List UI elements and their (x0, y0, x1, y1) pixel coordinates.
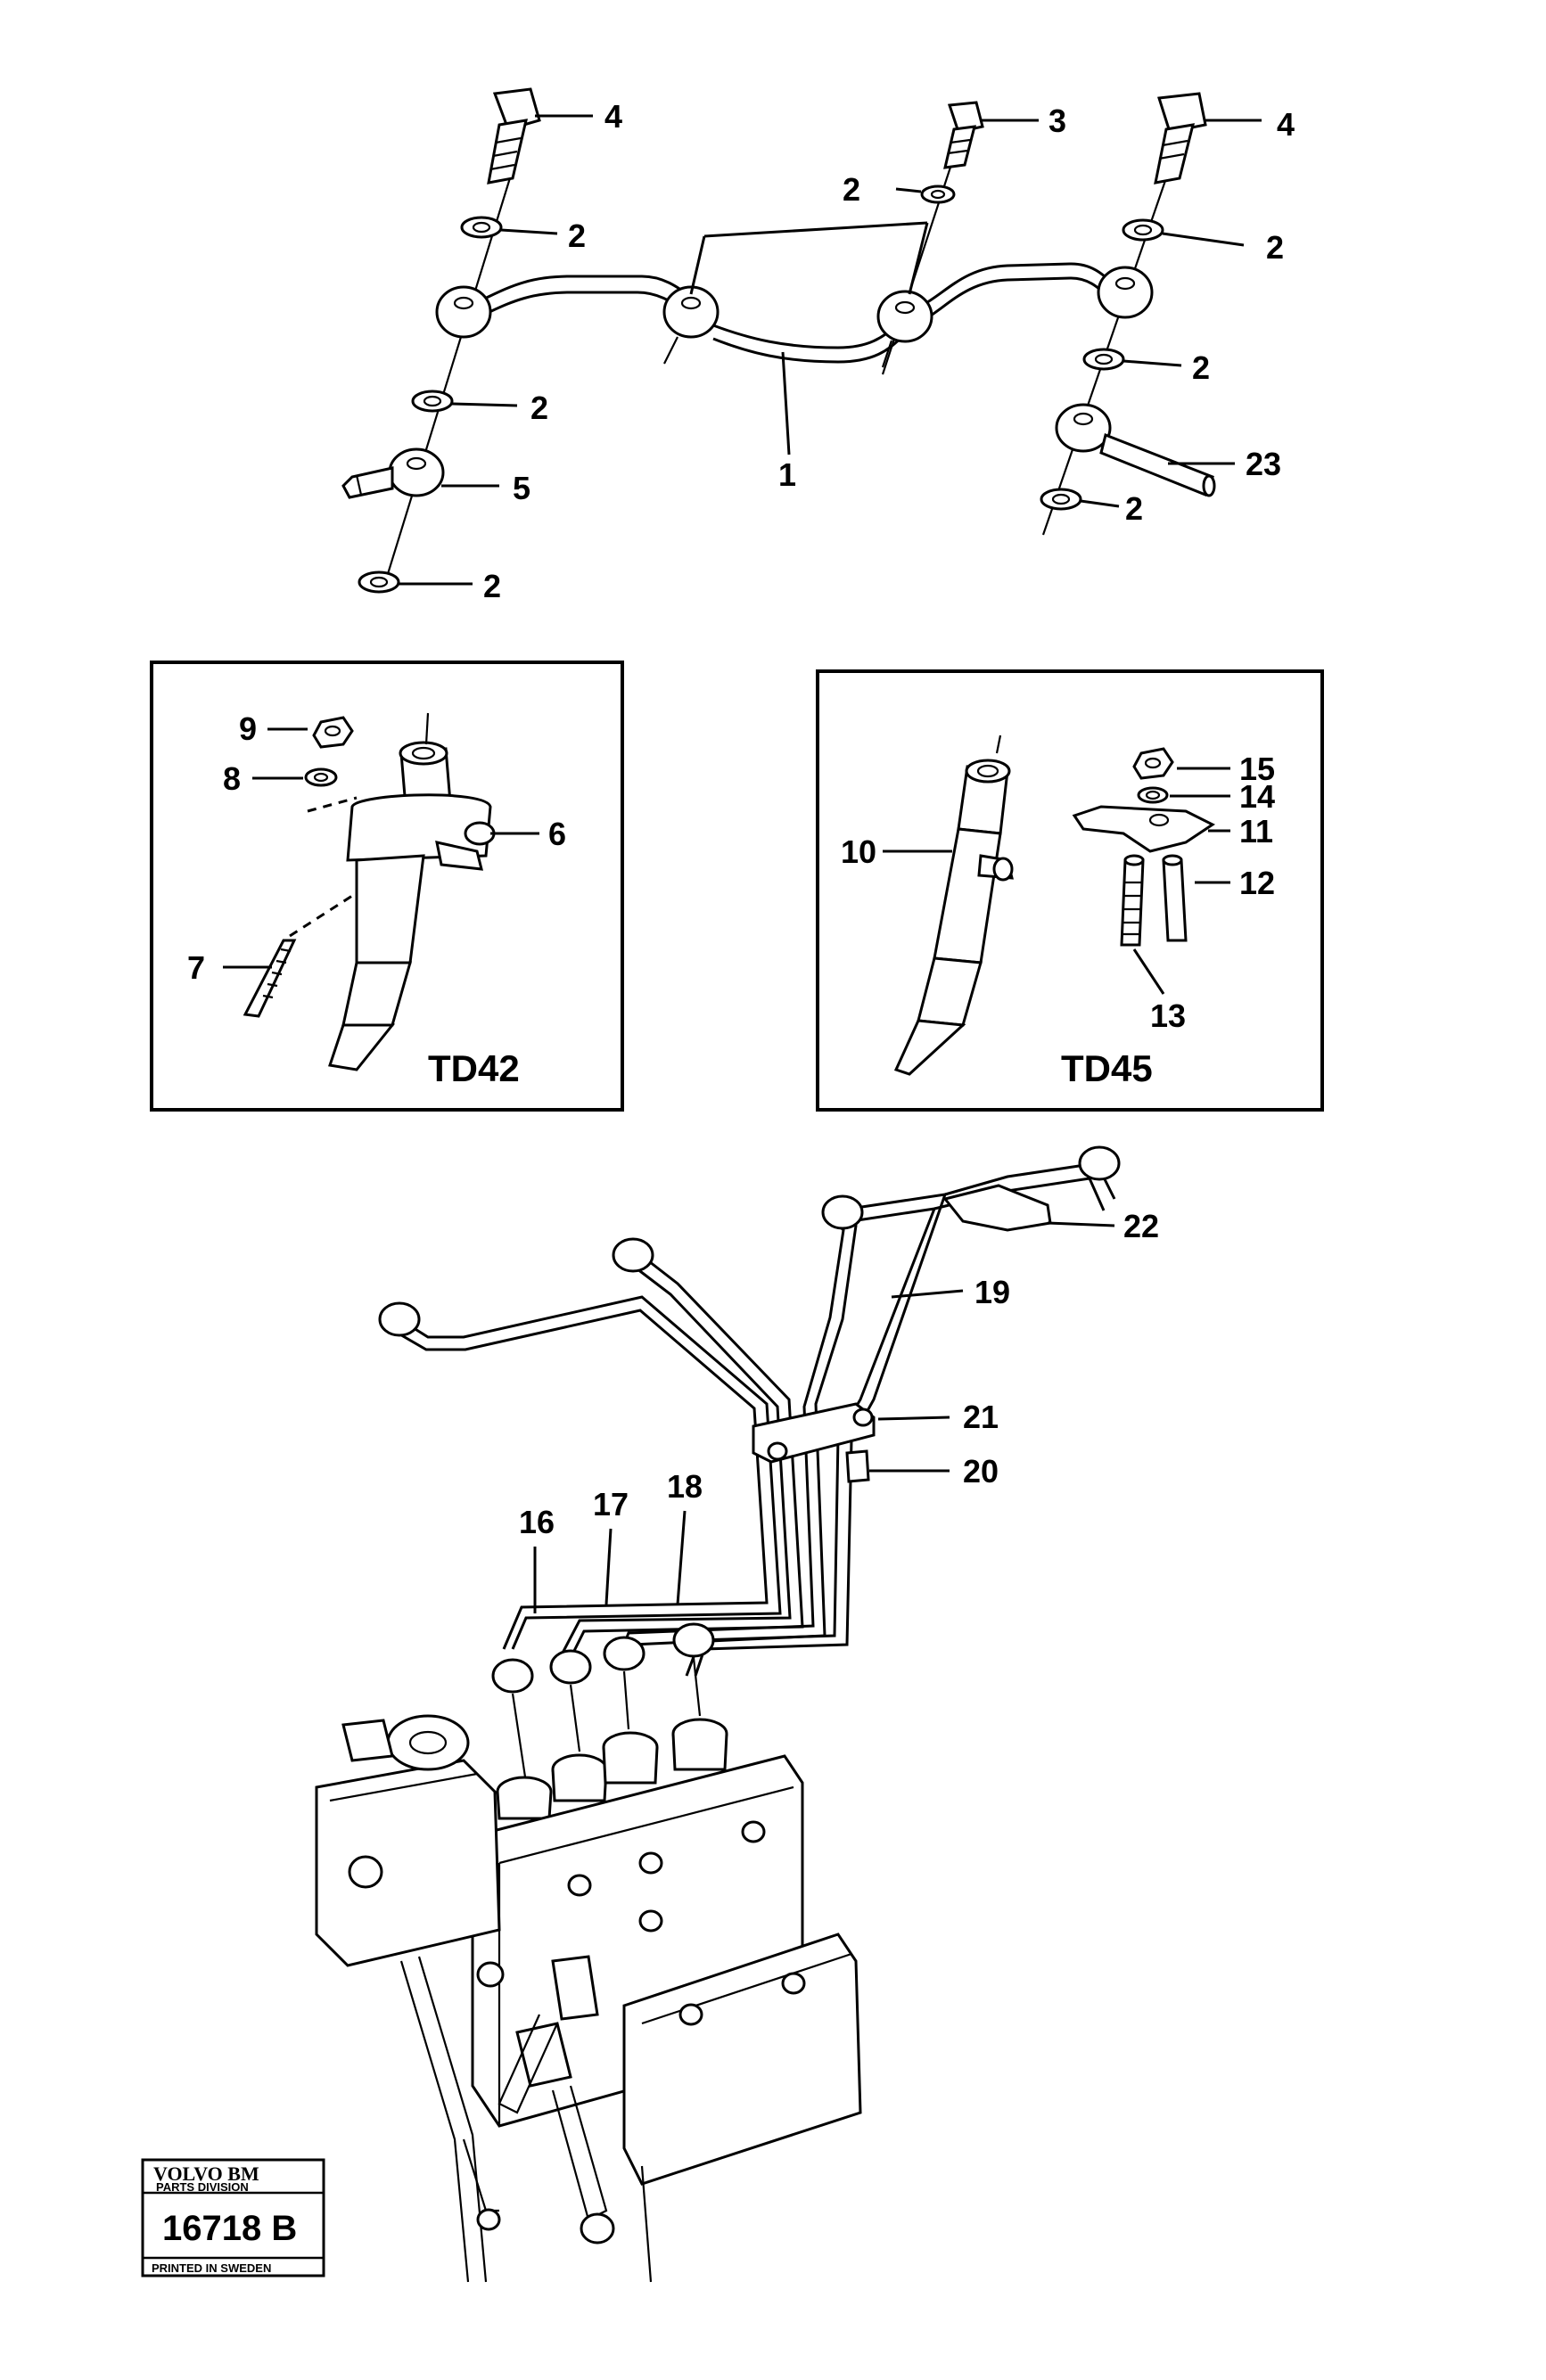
callout-4-right: 4 (1277, 106, 1295, 143)
callout-18: 18 (667, 1468, 703, 1505)
pipe-nut (1078, 1145, 1121, 1181)
callout-22: 22 (1123, 1208, 1159, 1244)
callout-2-c: 2 (1192, 349, 1210, 386)
stamp-division: PARTS DIVISION (156, 2180, 249, 2194)
pipe-nut (549, 1649, 592, 1685)
callout-8: 8 (223, 760, 241, 797)
banjo-bolt-right (1154, 92, 1207, 185)
pipe-nut (672, 1622, 715, 1658)
callout-21: 21 (963, 1399, 999, 1435)
banjo-return-pipe (1055, 403, 1216, 497)
inset-td45-frame (816, 669, 1324, 1112)
callout-2-d: 2 (530, 390, 548, 426)
inset-td42-title: TD42 (428, 1047, 520, 1089)
inset-td42-frame (150, 661, 624, 1112)
inset-td45: 10 15 14 11 12 13 TD45 (816, 669, 1324, 1112)
banjo-fitting (876, 290, 933, 343)
pipe-nut (612, 1237, 654, 1273)
banjo-fitting (1097, 266, 1154, 319)
callout-5: 5 (513, 470, 530, 506)
callout-3: 3 (1048, 103, 1066, 139)
callout-6: 6 (548, 816, 566, 852)
callout-11: 11 (1239, 813, 1273, 849)
callout-4-left: 4 (604, 98, 622, 135)
callout-19: 19 (974, 1274, 1010, 1310)
inset-td42: 9 8 6 7 TD42 (150, 661, 624, 1112)
callout-12: 12 (1239, 865, 1275, 901)
banjo-fitting (662, 285, 720, 339)
injection-pump (315, 1714, 862, 2283)
callout-17: 17 (593, 1486, 629, 1522)
washer (1122, 218, 1164, 242)
callout-23: 23 (1246, 446, 1281, 482)
callout-2-a: 2 (568, 217, 586, 254)
callout-9: 9 (239, 710, 257, 747)
callout-2-f: 2 (483, 568, 501, 604)
leak-off-pipe-assembly: 4 3 4 2 2 2 2 2 5 1 23 2 2 (341, 87, 1295, 604)
banjo-fitting-nipple (341, 447, 445, 499)
callout-10: 10 (841, 833, 876, 870)
banjo-fitting (435, 285, 492, 339)
callout-20: 20 (963, 1453, 999, 1490)
pipe-nut (378, 1301, 421, 1337)
inset-td45-title: TD45 (1061, 1047, 1153, 1089)
pipe-nut (603, 1636, 646, 1671)
washer (358, 570, 400, 594)
callout-2-e: 2 (1125, 490, 1143, 527)
washer (1082, 348, 1125, 371)
delivery-pipes: 22 19 21 20 16 17 18 (378, 1145, 1159, 1784)
stamp-number: 16718 B (162, 2209, 297, 2248)
stamp-printed: PRINTED IN SWEDEN (152, 2261, 271, 2275)
pipe-nut (491, 1658, 534, 1694)
stamp-brand: VOLVO BM (153, 2163, 259, 2185)
callout-7: 7 (187, 949, 205, 986)
washer (1040, 488, 1082, 511)
clamp-bolt-20 (845, 1449, 870, 1483)
pipe-nut (821, 1194, 864, 1230)
washer (920, 185, 956, 204)
callout-16: 16 (519, 1504, 555, 1540)
callout-2-mid: 2 (843, 171, 860, 208)
callout-1: 1 (778, 456, 796, 493)
callout-15: 15 (1239, 751, 1275, 787)
parts-division-stamp: VOLVO BM PARTS DIVISION 16718 B PRINTED … (141, 2158, 325, 2277)
callout-14: 14 (1239, 778, 1275, 815)
callout-2-b: 2 (1266, 229, 1284, 266)
pipe-clamp-22 (942, 1184, 1052, 1232)
banjo-bolt-middle (943, 101, 984, 169)
washer (411, 390, 454, 413)
banjo-bolt-left (487, 87, 541, 185)
washer (460, 216, 503, 239)
callout-13: 13 (1150, 997, 1186, 1034)
